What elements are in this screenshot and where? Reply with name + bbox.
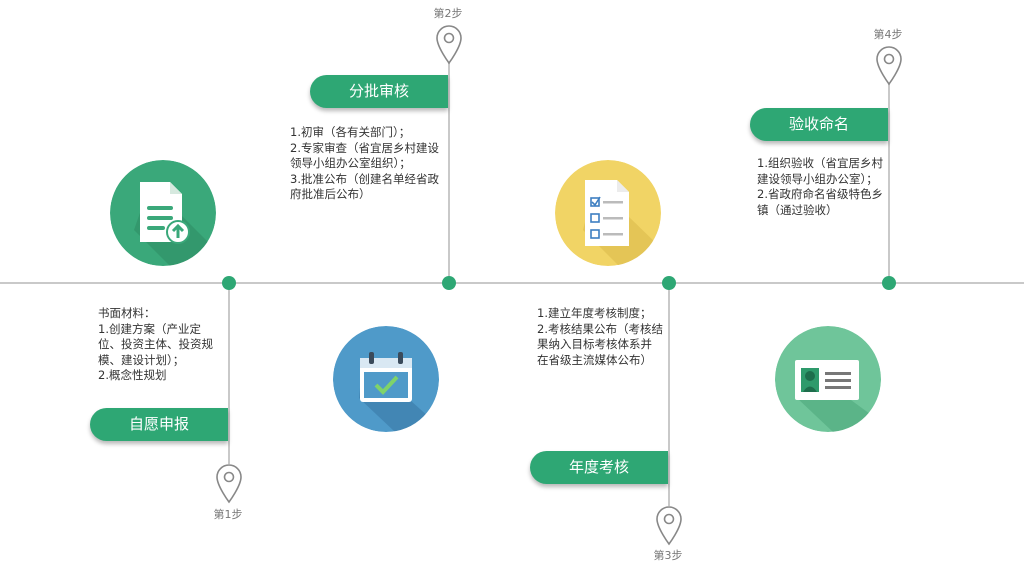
checklist-icon	[555, 160, 661, 266]
step4-description: 1.组织验收（省宜居乡村建设领导小组办公室）； 2.省政府命名省级特色乡镇（通过…	[757, 156, 883, 217]
location-pin-icon	[436, 25, 462, 65]
timeline-axis	[0, 282, 1024, 284]
step4-label: 第4步	[873, 28, 903, 41]
location-pin-icon	[876, 46, 902, 86]
step4-title: 验收命名	[750, 108, 888, 141]
step3-connector	[668, 283, 670, 506]
id-card-icon	[775, 326, 881, 432]
location-pin-icon	[216, 464, 242, 504]
step4-connector	[888, 74, 890, 283]
step3-title: 年度考核	[530, 451, 668, 484]
step2-dot	[442, 276, 456, 290]
step1-dot	[222, 276, 236, 290]
step3-description: 1.建立年度考核制度； 2.考核结果公布（考核结果纳入目标考核体系并在省级主流媒…	[537, 306, 663, 367]
step3-dot	[662, 276, 676, 290]
step2-description: 1.初审（各有关部门）； 2.专家审查（省宜居乡村建设领导小组办公室组织）； 3…	[290, 125, 439, 201]
step1-connector	[228, 283, 230, 464]
location-pin-icon	[656, 506, 682, 546]
step3-label: 第3步	[653, 549, 683, 562]
step2-connector	[448, 52, 450, 283]
step1-title: 自愿申报	[90, 408, 228, 441]
step1-description: 书面材料： 1.创建方案（产业定位、投资主体、投资规模、建设计划）； 2.概念性…	[98, 306, 213, 382]
step2-title: 分批审核	[310, 75, 448, 108]
calendar-check-icon	[333, 326, 439, 432]
step4-dot	[882, 276, 896, 290]
step1-label: 第1步	[213, 508, 243, 521]
step2-label: 第2步	[433, 7, 463, 20]
document-upload-icon	[110, 160, 216, 266]
